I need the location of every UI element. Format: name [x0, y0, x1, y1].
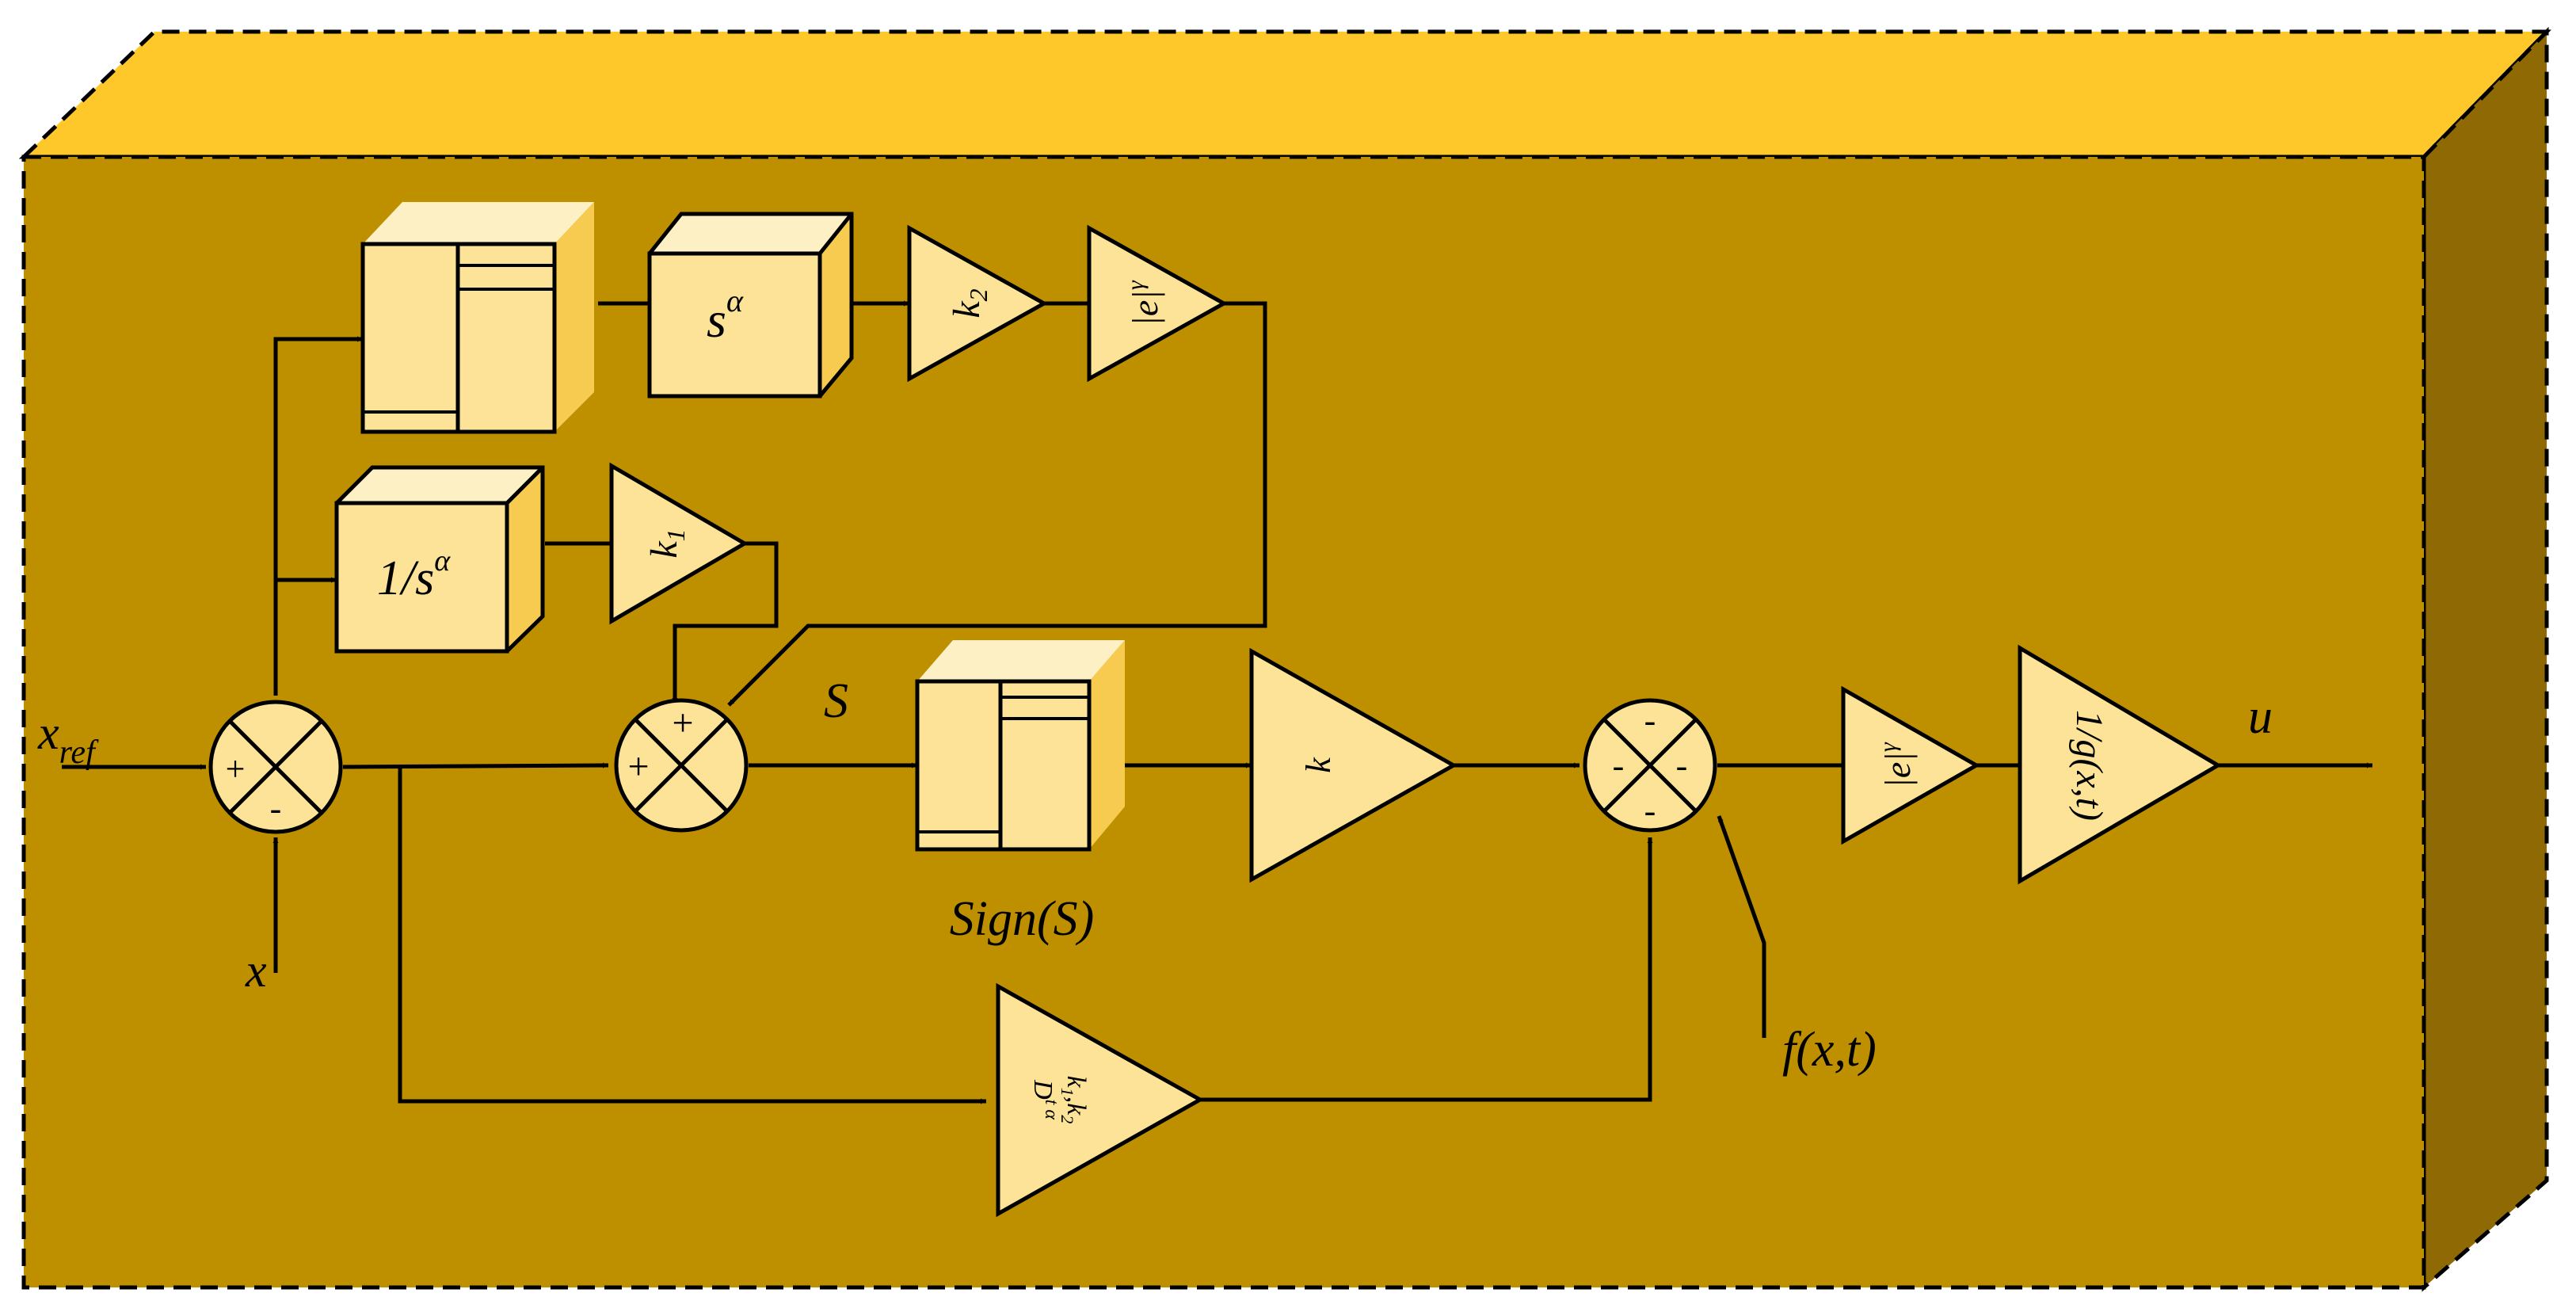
fractional-derivative-block: sα	[647, 212, 854, 399]
sum3-minus-bottom-sign: -	[1644, 791, 1656, 830]
gain-k1: k1	[609, 462, 749, 625]
e-gamma-top-label: |e|γ	[1122, 280, 1165, 326]
gain-d-block: Dt α k1,k2	[996, 982, 1205, 1218]
sum1-minus-sign: -	[270, 789, 282, 828]
enclosure-top-face	[18, 29, 2551, 159]
gain-inverse-g: 1/g(x,t)	[2018, 644, 2222, 885]
k1-label: k1	[643, 528, 690, 558]
s-signal-label: S	[824, 674, 848, 728]
sum2-plus-left-sign: +	[627, 746, 649, 788]
sum-junction-1: + -	[208, 700, 343, 834]
sum2-plus-top-sign: +	[672, 702, 693, 744]
gain-e-gamma-bottom: |e|γ	[1841, 685, 1981, 845]
sign-block	[915, 640, 1125, 852]
saturation-block-top	[360, 202, 594, 434]
sum3-minus-right-sign: -	[1676, 746, 1688, 785]
d-line2-label: k1,k2	[1057, 1076, 1091, 1124]
d-line1-label: Dt α	[1028, 1079, 1061, 1119]
x-feedback-label: x	[245, 944, 267, 997]
inv-s-alpha-label: 1/sα	[377, 544, 451, 605]
sum1-plus-sign: +	[226, 749, 246, 788]
sum3-minus-left-sign: -	[1613, 746, 1625, 785]
gain-k: k	[1249, 647, 1458, 883]
e-gamma-bottom-label: |e|γ	[1875, 742, 1918, 788]
x-ref-label: xref	[37, 707, 99, 771]
sum3-minus-top-sign: -	[1644, 701, 1656, 740]
fractional-integral-block: 1/sα	[334, 465, 545, 654]
disturbance-label: f(x,t)	[1782, 1023, 1877, 1077]
inv-g-label: 1/g(x,t)	[2068, 710, 2110, 821]
enclosure-side-face	[2422, 26, 2549, 1292]
k2-label: k2	[946, 288, 993, 318]
sign-s-label: Sign(S)	[950, 892, 1095, 946]
sum-junction-3: - - - -	[1583, 698, 1717, 833]
wires	[62, 300, 2372, 1104]
sum-junction-2: + +	[614, 698, 749, 833]
s-alpha-label: sα	[707, 283, 744, 348]
u-output-label: u	[2248, 690, 2273, 744]
gain-k2: k2	[907, 224, 1049, 383]
gain-e-gamma-top: |e|γ	[1087, 224, 1229, 383]
k-gain-label: k	[1299, 757, 1338, 773]
